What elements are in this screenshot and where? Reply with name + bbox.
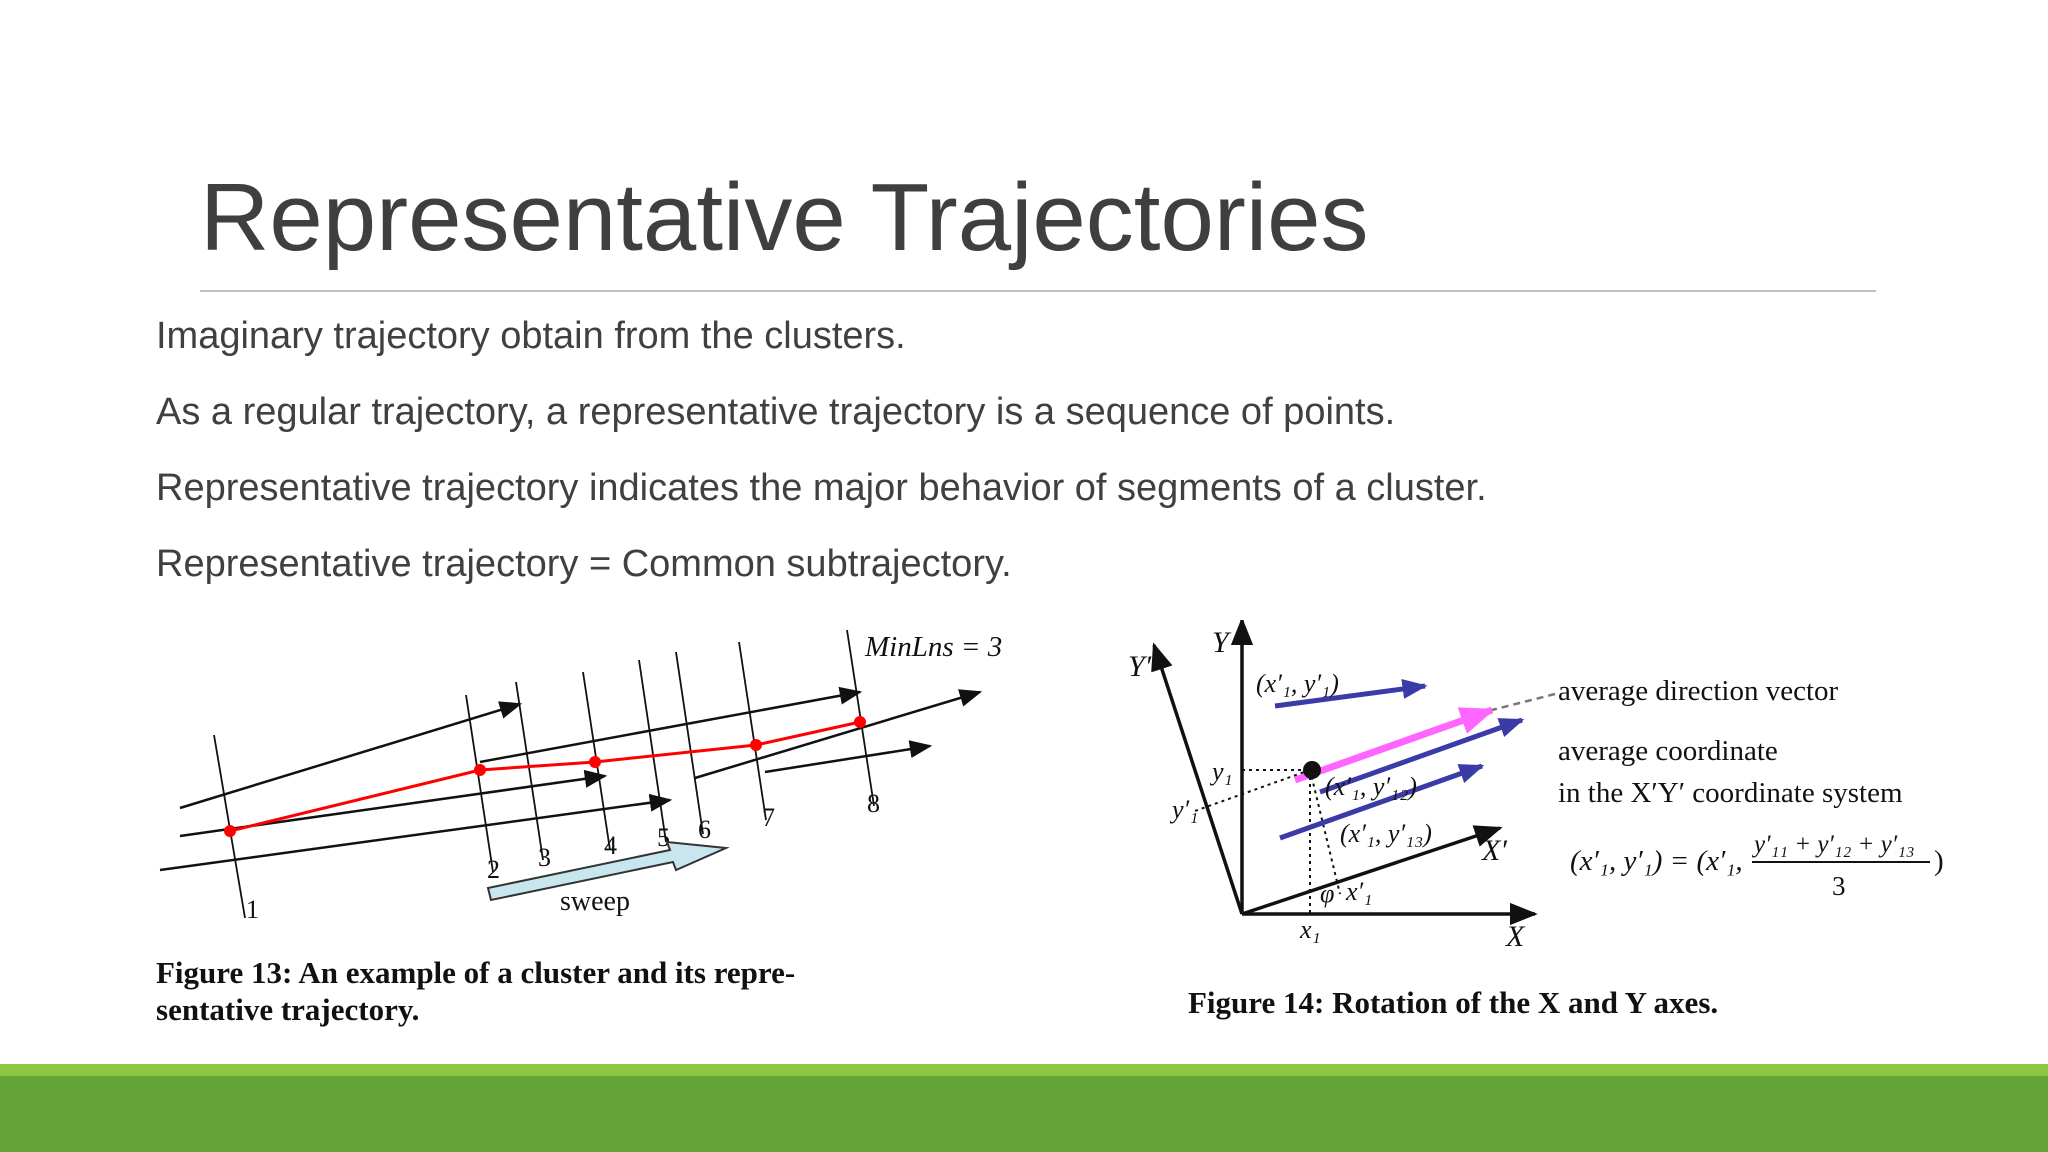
label-low-vector: (x′₁, y′₁₃): [1340, 819, 1432, 848]
average-direction-vector: [1293, 706, 1496, 784]
label-phi: φ: [1320, 879, 1334, 908]
sweep-number: 4: [604, 831, 617, 860]
bullet-item: Representative trajectory indicates the …: [156, 467, 1487, 509]
formula-close: ): [1934, 845, 1944, 877]
label-y1-prime: y′₁: [1169, 795, 1198, 824]
segment-vector: [1279, 763, 1485, 841]
representative-point: [589, 756, 601, 768]
avg-coordinate-line1: average coordinate: [1558, 735, 1778, 767]
avg-coordinate-line2: in the X′Y′ coordinate system: [1558, 777, 1903, 809]
label-mid-vector: (x′₁, y′₁₂): [1325, 772, 1417, 801]
segment-line: [179, 701, 523, 810]
representative-point: [474, 764, 486, 776]
representative-point: [224, 825, 236, 837]
sweep-number: 5: [657, 823, 670, 852]
average-coordinate-point: [1303, 761, 1321, 779]
label-x1-prime: x′₁: [1345, 877, 1372, 906]
avg-direction-label: average direction vector: [1558, 675, 1839, 707]
formula: (x′₁, y′₁) = (x′₁, y′₁₁ + y′₁₂ + y′₁₃ 3 …: [1570, 831, 1944, 901]
sweep-arrow-icon: [486, 840, 730, 902]
figure-14-rotation-diagram: Y Y′ X X′ (x′₁, y′₁) (x′₁, y′₁₂) (x′₁, y…: [1128, 620, 1944, 953]
segment-vector: [1274, 679, 1428, 709]
formula-denominator: 3: [1832, 871, 1846, 901]
sweep-lines: [213, 629, 875, 919]
caption-line: sentative trajectory.: [156, 992, 420, 1027]
sweep-number: 6: [698, 815, 711, 844]
title-divider: [200, 290, 1876, 292]
figure-13-caption: Figure 13: An example of a cluster and i…: [156, 954, 1056, 1028]
bullet-list: Imaginary trajectory obtain from the clu…: [156, 312, 1956, 616]
axis-x-label: X: [1505, 920, 1526, 953]
footer-band-light: [0, 1064, 2048, 1076]
slide-title: Representative Trajectories: [200, 164, 1369, 271]
axis-y-prime-line: [1151, 642, 1244, 915]
segment-line: [479, 686, 863, 764]
figure-14-caption: Figure 14: Rotation of the X and Y axes.: [1188, 985, 1719, 1020]
sweep-number: 8: [867, 789, 880, 818]
sweep-number: 2: [487, 855, 500, 884]
pointer-line: [1491, 692, 1556, 712]
formula-numerator: y′₁₁ + y′₁₂ + y′₁₃: [1751, 831, 1915, 858]
axis-y-prime-label: Y′: [1128, 650, 1152, 683]
segment-line: [764, 740, 933, 774]
representative-point: [854, 716, 866, 728]
axis-y-label: Y: [1212, 626, 1232, 659]
label-y1: y₁: [1209, 757, 1233, 786]
label-top-vector: (x′₁, y′₁): [1256, 669, 1339, 698]
representative-point: [750, 739, 762, 751]
footer-band: [0, 1076, 2048, 1152]
caption-line: Figure 13: An example of a cluster and i…: [156, 955, 796, 990]
axis-x-prime-label: X′: [1481, 834, 1507, 867]
label-x1: x₁: [1299, 915, 1321, 944]
figure-13-cluster-diagram: 1 2 3 4 5 6 7 8 sweep MinLns = 3: [159, 629, 1002, 924]
bullet-item: As a regular trajectory, a representativ…: [156, 391, 1396, 433]
sweep-number: 1: [246, 895, 259, 924]
segment-line: [694, 689, 983, 780]
bullet-item: Imaginary trajectory obtain from the clu…: [156, 315, 906, 357]
minlns-label: MinLns = 3: [864, 631, 1002, 663]
dotted-guides: [1191, 769, 1341, 914]
bullet-item: Representative trajectory = Common subtr…: [156, 543, 1012, 585]
sweep-number: 7: [762, 803, 775, 832]
axis-x-prime-line: [1241, 825, 1503, 916]
formula-lhs: (x′₁, y′₁) = (x′₁,: [1570, 845, 1743, 877]
sweep-number: 3: [538, 843, 551, 872]
segment-line: [159, 793, 673, 872]
sweep-label: sweep: [560, 886, 630, 917]
